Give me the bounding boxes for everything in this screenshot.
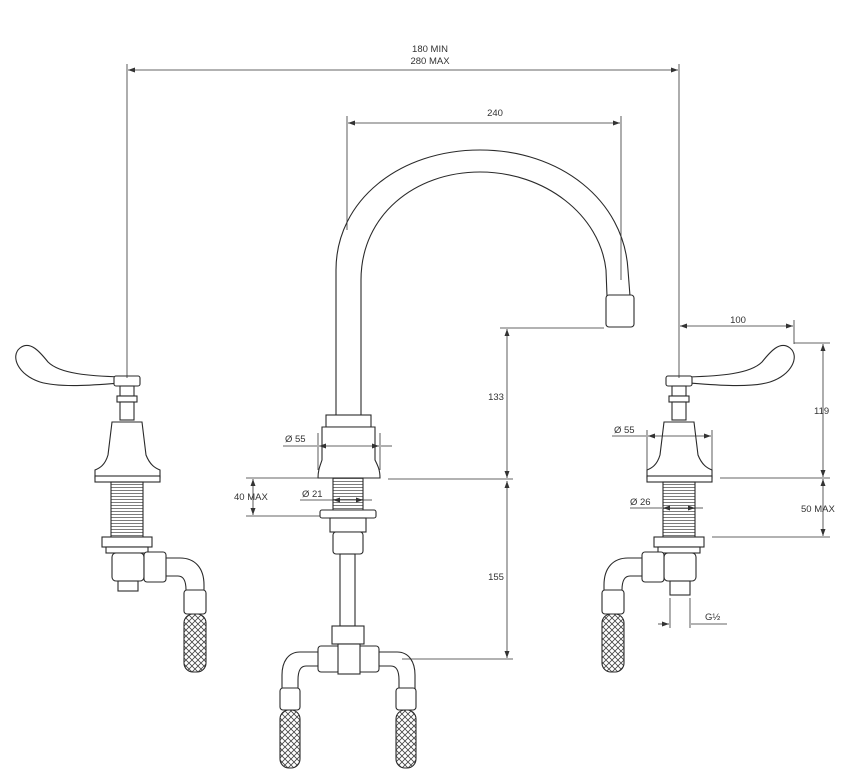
right-body-diameter-label: Ø 55: [614, 425, 635, 436]
thread-label: G½: [705, 612, 720, 623]
dimension-lever-offset: 100: [680, 315, 795, 344]
lever-offset-label: 100: [730, 315, 746, 326]
right-threaded-shank: [662, 481, 696, 538]
right-elbow-connector: [603, 551, 697, 600]
swan-neck-spout: [335, 149, 631, 415]
dimension-right-deck: 50 MAX: [712, 479, 835, 538]
span-min-label: 180 MIN: [412, 44, 448, 55]
center-shank-diameter-label: Ø 21: [302, 489, 323, 500]
dimension-right-body-diameter: Ø 55: [612, 425, 713, 470]
center-body-diameter-label: Ø 55: [285, 434, 306, 445]
right-tap: [601, 344, 795, 673]
dimension-span: 180 MIN 280 MAX: [126, 44, 680, 378]
right-washer: [657, 546, 701, 554]
dimension-thread: G½: [658, 598, 727, 628]
right-shank-diameter-label: Ø 26: [630, 497, 651, 508]
left-flexible-hose: [183, 589, 207, 673]
dimension-right-shank-diameter: Ø 26: [630, 497, 703, 511]
dimension-tail-length: 155: [388, 478, 513, 660]
left-body: [94, 421, 161, 479]
center-tail-tube: [339, 553, 356, 627]
tail-length-label: 155: [488, 572, 504, 583]
center-spout: [279, 149, 635, 769]
center-hoses: [279, 687, 417, 769]
right-backnut: [653, 536, 705, 548]
dimension-center-body-diameter: Ø 55: [283, 433, 392, 470]
right-body: [646, 421, 713, 479]
left-lever-handle: [15, 344, 141, 421]
left-tap: [15, 344, 207, 673]
left-threaded-shank: [110, 481, 144, 538]
spout-outlet: [605, 294, 635, 328]
right-lever-handle: [665, 344, 795, 421]
left-backnut: [101, 536, 153, 548]
right-flexible-hose: [601, 589, 625, 673]
reach-label: 240: [487, 108, 503, 119]
center-body: [317, 426, 381, 479]
span-max-label: 280 MAX: [410, 56, 450, 67]
spout-collar: [325, 414, 372, 428]
center-tee-connector: [281, 643, 416, 690]
dimension-center-deck: 40 MAX: [234, 477, 320, 517]
center-threaded-shank: [332, 477, 364, 511]
center-deck-label: 40 MAX: [234, 492, 268, 503]
dimension-spout-height: 133: [488, 327, 604, 478]
left-washer: [105, 546, 149, 554]
left-body-base: [94, 475, 161, 483]
dimension-center-shank-diameter: Ø 21: [300, 489, 372, 503]
spout-height-label: 133: [488, 392, 504, 403]
handle-height-label: 119: [814, 406, 829, 417]
right-body-base: [646, 475, 713, 483]
dimension-reach: 240: [346, 108, 622, 280]
right-deck-label: 50 MAX: [801, 504, 835, 515]
dimension-handle-height: 119: [720, 342, 830, 479]
center-backnut: [319, 509, 377, 519]
